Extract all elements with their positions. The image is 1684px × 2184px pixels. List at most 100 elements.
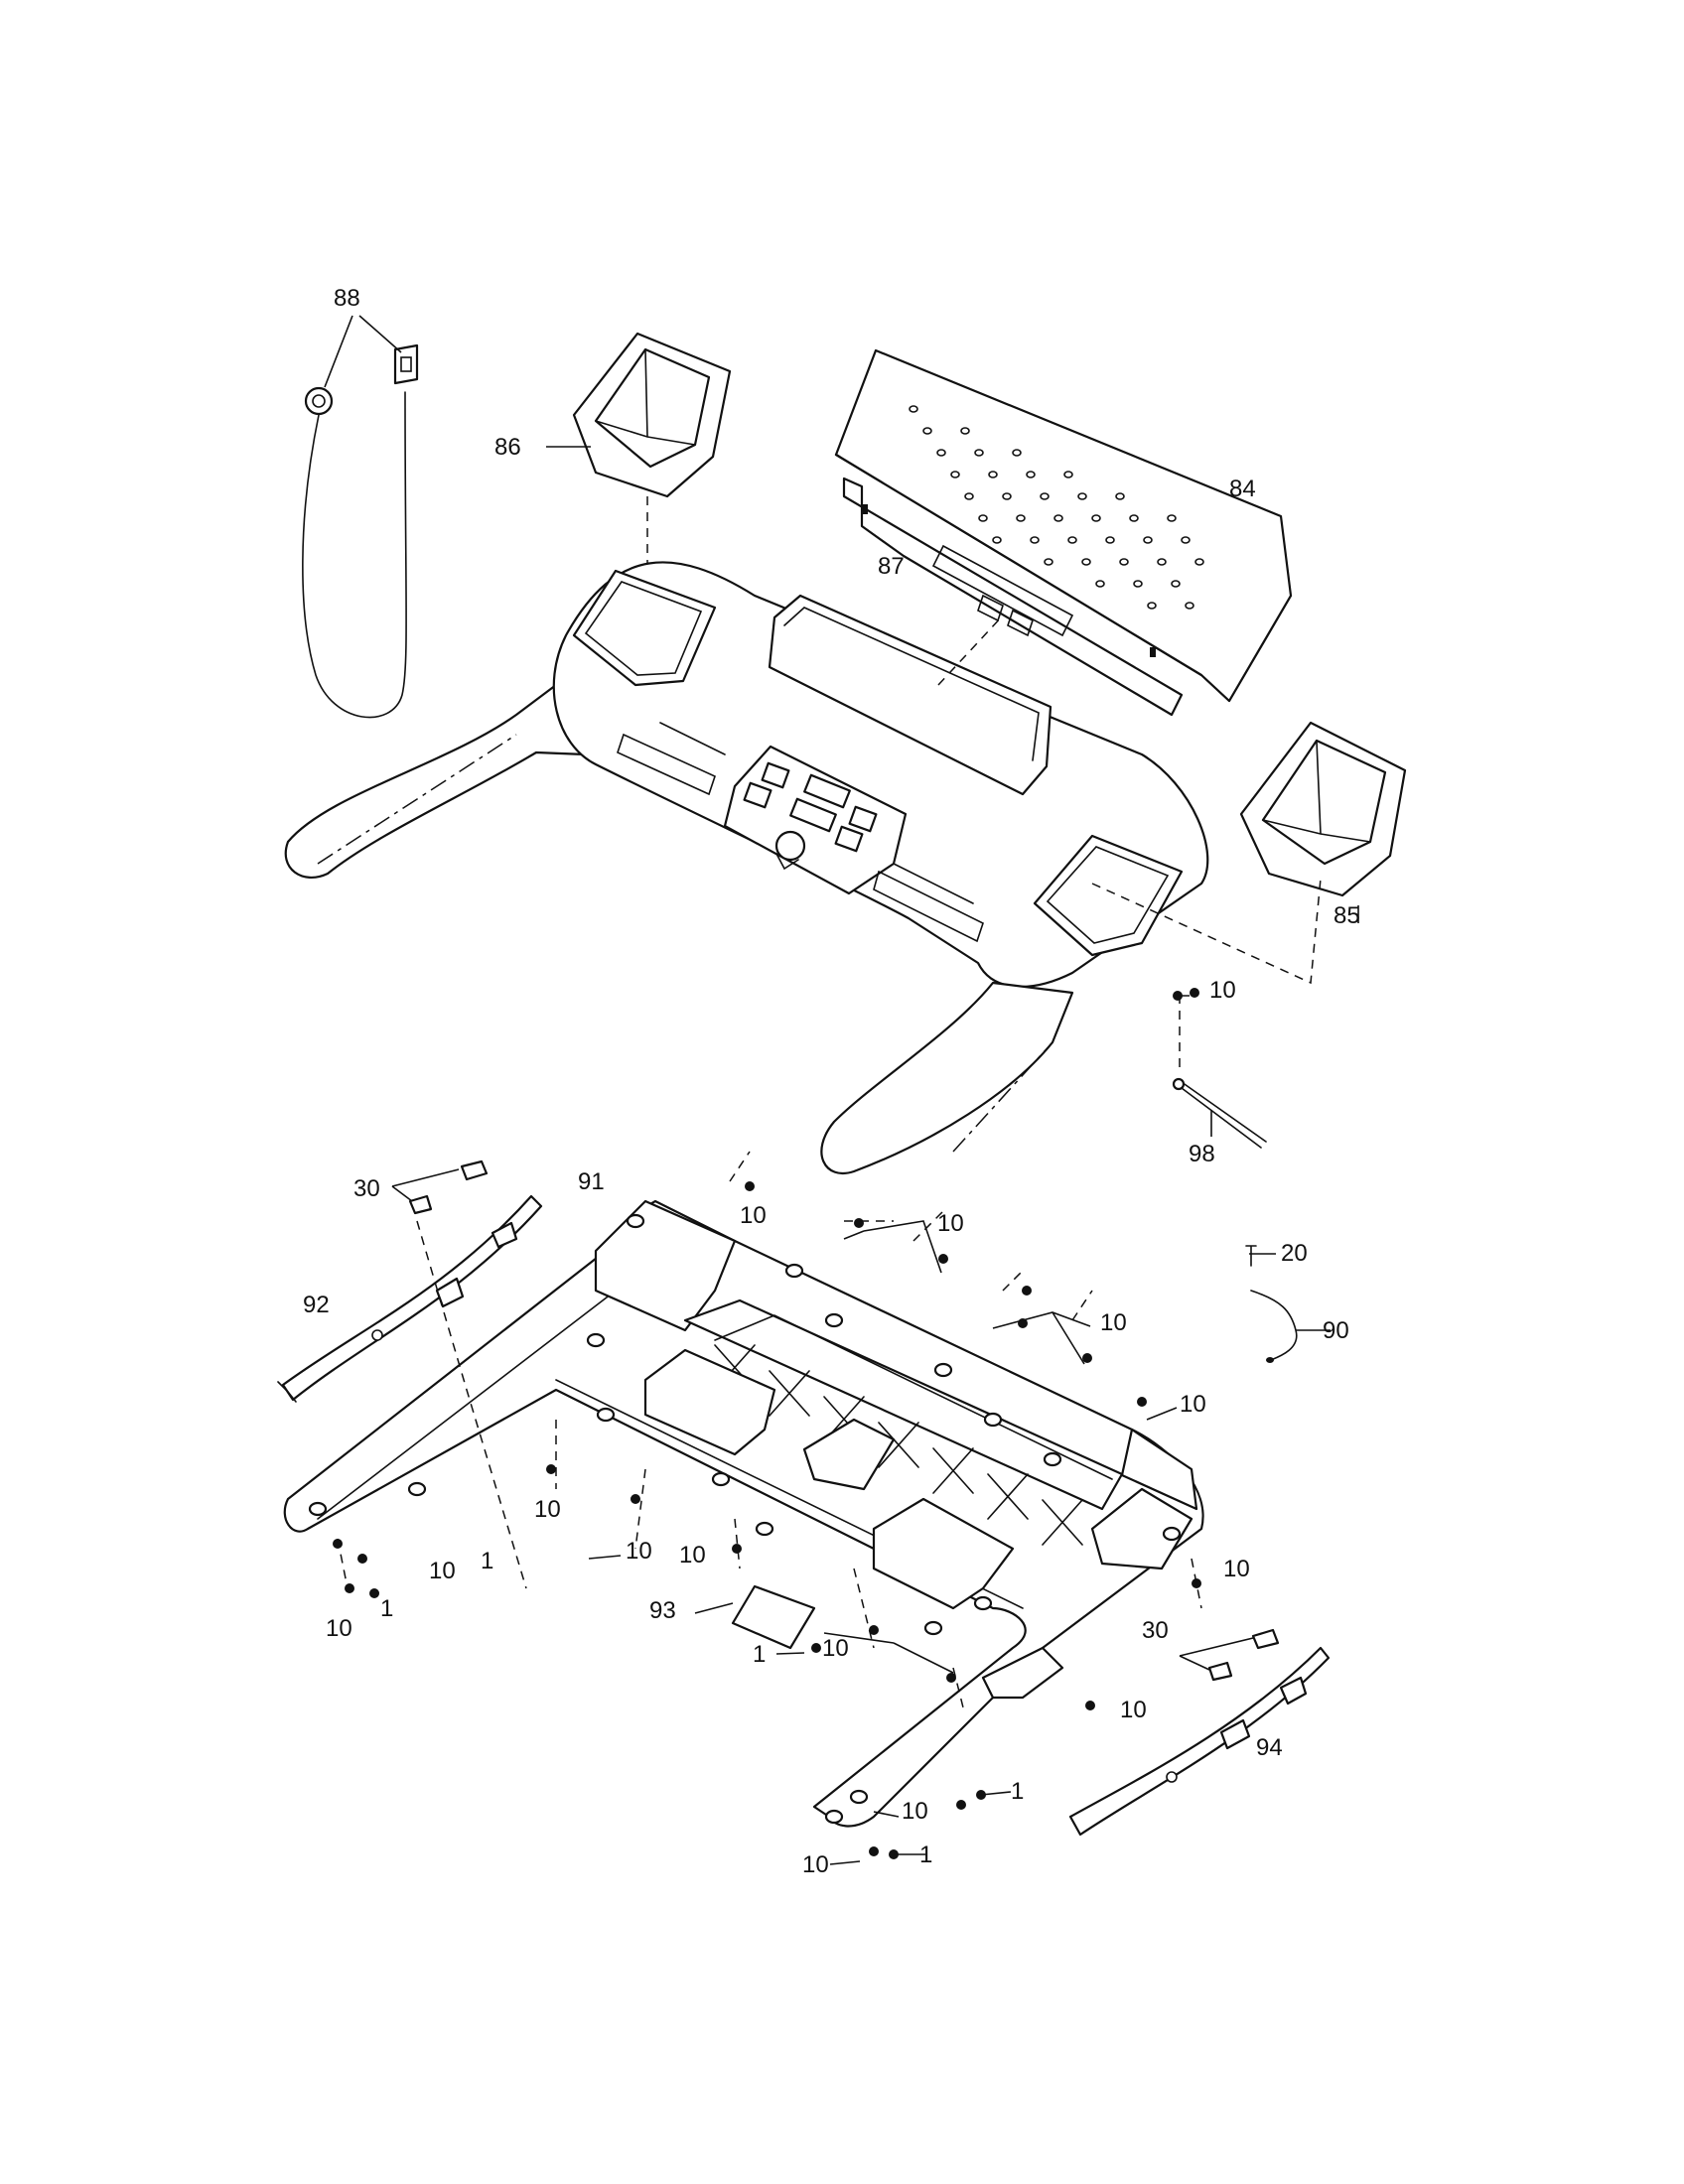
vent-hole xyxy=(1063,471,1073,478)
label-10-c: 10 xyxy=(937,1210,964,1237)
mounting-boss xyxy=(784,1263,804,1279)
vent-hole xyxy=(992,536,1002,544)
lattice-strut xyxy=(769,1370,810,1417)
label-10-h: 10 xyxy=(429,1558,456,1584)
mounting-boss xyxy=(1162,1526,1182,1542)
screw-icon xyxy=(869,1846,879,1856)
screw-icon xyxy=(1085,1701,1095,1710)
label-30-right: 30 xyxy=(1142,1617,1169,1644)
mounting-boss xyxy=(824,1312,844,1328)
mounting-boss xyxy=(626,1213,645,1229)
vent-hole xyxy=(1143,536,1153,544)
part-98-ground-wire xyxy=(1172,1077,1267,1149)
screw-icon xyxy=(732,1544,742,1554)
vent-hole xyxy=(1053,514,1063,522)
screw-icon xyxy=(345,1583,354,1593)
vent-hole xyxy=(1133,580,1143,588)
screw-icon xyxy=(946,1673,956,1683)
label-20: 20 xyxy=(1281,1240,1308,1267)
vent-hole xyxy=(1040,492,1050,500)
mounting-boss xyxy=(973,1595,993,1611)
part-93-cover xyxy=(694,1584,816,1650)
vent-hole xyxy=(1095,580,1105,588)
label-92: 92 xyxy=(303,1292,330,1318)
label-10-i: 10 xyxy=(679,1542,706,1569)
label-1-d: 1 xyxy=(1011,1778,1024,1805)
vent-hole xyxy=(1030,536,1040,544)
lattice-strut xyxy=(878,1422,919,1468)
vent-hole xyxy=(988,471,998,478)
screw-icon xyxy=(811,1643,821,1653)
vent-hole xyxy=(1105,536,1115,544)
screw-icon xyxy=(854,1218,864,1228)
vent-hole xyxy=(1147,602,1157,610)
vent-hole xyxy=(1194,558,1204,566)
vent-hole xyxy=(974,449,984,457)
part-85-cup-holder-right xyxy=(1239,721,1407,923)
vent-hole xyxy=(1044,558,1053,566)
label-10-f: 10 xyxy=(534,1496,561,1523)
screw-icon xyxy=(1082,1353,1092,1363)
vent-hole xyxy=(1157,558,1167,566)
vent-hole xyxy=(1026,471,1036,478)
label-1-c: 1 xyxy=(753,1641,766,1668)
label-86: 86 xyxy=(494,434,521,461)
screws xyxy=(333,988,1257,1859)
screw-20-icon xyxy=(1245,1245,1257,1267)
mounting-boss xyxy=(923,1620,943,1636)
part-84-console xyxy=(834,348,1293,717)
part-92-left-rail xyxy=(277,1194,543,1403)
screw-icon xyxy=(357,1554,367,1564)
part-90-wire xyxy=(1250,1290,1331,1363)
screw-icon xyxy=(333,1539,343,1549)
vent-hole xyxy=(1119,558,1129,566)
mounting-boss xyxy=(711,1471,731,1487)
vent-hole xyxy=(1016,514,1026,522)
vent-hole xyxy=(1012,449,1022,457)
part-91-base-pan xyxy=(283,1199,1204,1828)
lattice-strut xyxy=(1042,1499,1083,1546)
screw-icon xyxy=(1137,1397,1147,1407)
vent-hole xyxy=(909,405,918,413)
label-10-l: 10 xyxy=(822,1635,849,1662)
base-pan-bosses xyxy=(308,1213,1182,1825)
lattice-strut xyxy=(932,1447,974,1494)
label-10-n: 10 xyxy=(902,1798,928,1825)
label-85: 85 xyxy=(1333,902,1360,929)
label-98: 98 xyxy=(1189,1141,1215,1167)
lattice-strut xyxy=(987,1473,1029,1520)
label-30-left: 30 xyxy=(353,1175,380,1202)
screw-icon xyxy=(546,1464,556,1474)
vent-hole xyxy=(950,471,960,478)
label-1-e: 1 xyxy=(919,1842,932,1868)
vent-hole xyxy=(1129,514,1139,522)
console-vent-holes xyxy=(909,405,1204,610)
label-10-o: 10 xyxy=(802,1851,829,1878)
label-10-k: 10 xyxy=(326,1615,352,1642)
part-94-right-rail xyxy=(1068,1646,1331,1837)
label-10-a: 10 xyxy=(1209,977,1236,1004)
part-labels: 88 86 84 87 85 10 98 30 91 10 10 20 92 1… xyxy=(303,285,1360,1878)
vent-hole xyxy=(1091,514,1101,522)
mounting-boss xyxy=(596,1407,616,1423)
vent-hole xyxy=(1185,602,1194,610)
vent-hole xyxy=(1067,536,1077,544)
mounting-boss xyxy=(1043,1451,1062,1467)
vent-hole xyxy=(1081,558,1091,566)
screw-icon xyxy=(631,1494,640,1504)
part-88-cable xyxy=(302,315,419,719)
screw-icon xyxy=(869,1625,879,1635)
vent-hole xyxy=(1002,492,1012,500)
screw-icon xyxy=(938,1254,948,1264)
mounting-boss xyxy=(933,1362,953,1378)
mounting-boss xyxy=(308,1501,328,1517)
label-10-g: 10 xyxy=(626,1538,652,1565)
screw-icon xyxy=(956,1800,966,1810)
mounting-boss xyxy=(586,1332,606,1348)
part-86-cup-holder-left xyxy=(546,332,732,685)
label-10-m: 10 xyxy=(1120,1697,1147,1723)
label-10-d: 10 xyxy=(1100,1309,1127,1336)
label-94: 94 xyxy=(1256,1734,1283,1761)
vent-hole xyxy=(936,449,946,457)
screw-icon xyxy=(1192,1578,1201,1588)
